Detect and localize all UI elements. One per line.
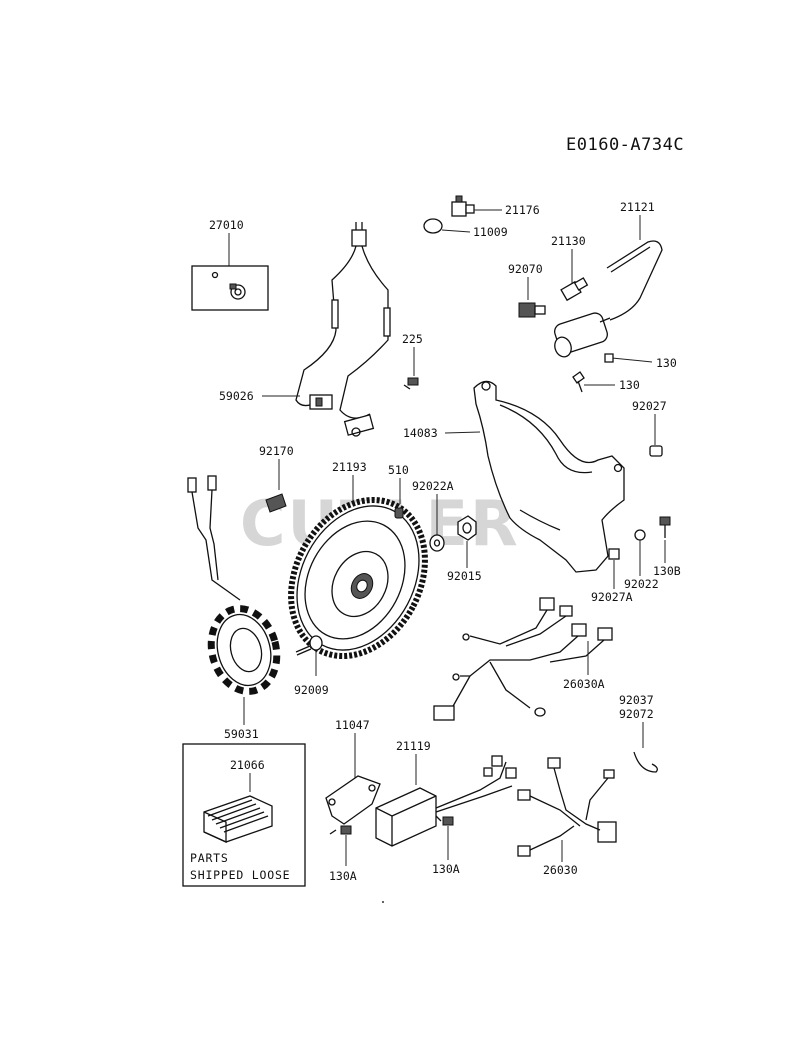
part-92022A-group: 92022A [412,479,454,552]
label-21066[interactable]: 21066 [230,758,265,772]
part-59031-group: 59031 [187,475,281,741]
ignition-coil-icon [554,312,611,358]
part-130A-left-group: 130A [329,825,357,883]
label-21119[interactable]: 21119 [396,739,431,753]
parts-shipped-loose-box: 21066 PARTS SHIPPED LOOSE [182,743,306,887]
sensor-pickup-left-icon [309,394,333,410]
diagram-code: E0160-A734C [566,135,684,155]
label-92015[interactable]: 92015 [447,569,482,583]
label-130-upper[interactable]: 130 [656,356,677,370]
plug-92070-icon [518,302,546,318]
label-27010[interactable]: 27010 [209,218,244,232]
label-59026[interactable]: 59026 [219,389,254,403]
label-92072[interactable]: 92072 [619,707,654,721]
cap-21130-icon [560,277,589,302]
label-92037[interactable]: 92037 [619,693,654,707]
part-26030-group: 26030 [517,757,617,877]
harness-26030-icon [517,757,617,857]
screw-130B-icon [659,516,671,538]
screw-130-icon [604,353,614,363]
key-510-icon [394,507,404,519]
spacer-92027-icon [649,445,663,457]
harness-59026-wire [295,245,357,407]
shroud-14083-icon [473,380,625,573]
ignition-group: 21121 21130 92070 130 130 [508,200,677,393]
label-510[interactable]: 510 [388,463,409,477]
label-130A-right[interactable]: 130A [432,862,460,876]
label-26030[interactable]: 26030 [543,863,578,877]
screw-130A-right-icon [435,815,454,826]
label-225[interactable]: 225 [402,332,423,346]
stray-dot [382,901,384,903]
label-130A-left[interactable]: 130A [329,869,357,883]
sensor-21176-icon [451,195,475,217]
sensor-pickup-right-icon [343,414,375,437]
part-130A-right-group: 130A [432,815,460,876]
part-92037-group: 92037 92072 [619,693,658,773]
stator-connectors-icon [187,475,241,601]
screw-130A-left-icon [329,825,352,835]
rectifier-21066-icon [203,795,273,844]
parts-box-label-line2: SHIPPED LOOSE [190,868,290,882]
connector-top-icon [351,222,367,247]
label-92022[interactable]: 92022 [624,577,659,591]
screw-225-icon [403,377,419,390]
label-59031[interactable]: 59031 [224,727,259,741]
label-11047[interactable]: 11047 [335,718,370,732]
washer-92022-icon [634,529,646,541]
regulator-21119-icon [375,755,517,847]
spacer-92027A-icon [608,548,620,560]
part-26030A-group: 26030A [433,597,613,721]
part-11047-group: 11047 [325,718,381,825]
label-92070[interactable]: 92070 [508,262,543,276]
label-92170[interactable]: 92170 [259,444,294,458]
part-21176-group: 21176 11009 [423,195,540,239]
label-92009[interactable]: 92009 [294,683,329,697]
label-21130[interactable]: 21130 [551,234,586,248]
part-21119-group: 21119 [375,739,517,847]
bolt-92009-icon [295,635,323,656]
flywheel-21193-icon [288,496,428,660]
stator-59031-icon [207,605,281,695]
part-130B-group: 130B 92022 92027A [591,516,681,604]
part-21193-group: 21193 [288,460,428,660]
parts-box-label-line1: PARTS [190,851,229,865]
label-92027[interactable]: 92027 [632,399,667,413]
spark-plug-lead-icon [606,240,663,321]
label-14083[interactable]: 14083 [403,426,438,440]
label-92022A[interactable]: 92022A [412,479,454,493]
harness-26030A-icon [433,597,613,721]
part-27010-group: 27010 [191,218,269,311]
label-130-lower[interactable]: 130 [619,378,640,392]
part-92170-group: 92170 [259,444,294,513]
clamp-92170-icon [265,493,287,513]
label-21121[interactable]: 21121 [620,200,655,214]
label-26030A[interactable]: 26030A [563,677,605,691]
screw-130-lower-icon [572,371,585,393]
oil-pressure-switch-icon [211,271,246,300]
o-ring-11009-icon [423,218,443,234]
part-92015-group: 92015 [447,515,482,583]
nut-92015-icon [457,515,477,541]
label-130B[interactable]: 130B [653,564,681,578]
label-11009[interactable]: 11009 [473,225,508,239]
clip-92037-icon [633,751,658,773]
part-92009-group: 92009 [294,635,329,697]
part-510-group: 510 [388,463,409,519]
label-21193[interactable]: 21193 [332,460,367,474]
label-21176[interactable]: 21176 [505,203,540,217]
bracket-11047-icon [325,775,381,825]
part-27010-frame [191,265,269,311]
washer-92022A-icon [429,534,445,552]
label-92027A[interactable]: 92027A [591,590,633,604]
part-92027-group: 92027 [632,399,667,457]
shroud-14083-group: 14083 [403,380,625,573]
harness-59026-group: 59026 225 [219,222,423,437]
